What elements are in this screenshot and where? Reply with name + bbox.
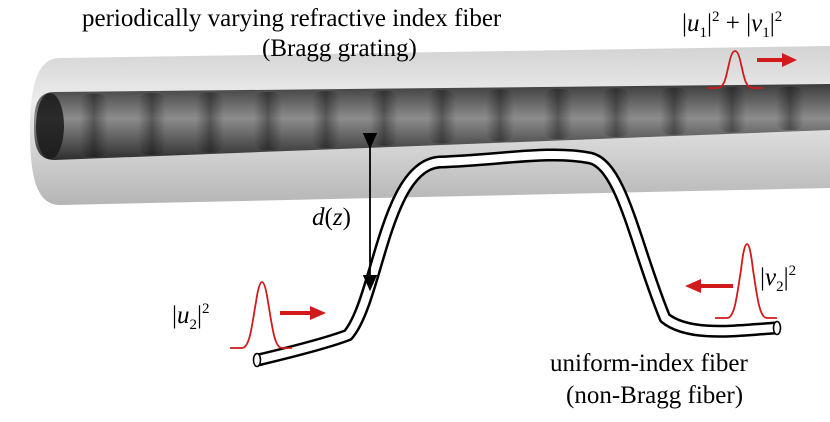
arrow-right-head-icon xyxy=(310,306,326,320)
grating-band xyxy=(486,89,514,142)
uniform-fiber-subtitle: (non-Bragg fiber) xyxy=(566,382,744,409)
pulse-output xyxy=(707,50,797,89)
uniform-fiber xyxy=(252,148,782,368)
grating-band xyxy=(312,91,340,149)
bragg-fiber-title: periodically varying refractive index fi… xyxy=(82,6,501,31)
title-line-1: periodically varying refractive index fi… xyxy=(82,5,502,32)
pulse-v2 xyxy=(685,243,777,319)
gaussian-pulse-icon xyxy=(715,243,777,319)
grating-band xyxy=(544,88,572,140)
grating-bands xyxy=(80,86,804,158)
output-intensity-label: |u1|2 + |v1|2 xyxy=(682,9,783,41)
arrow-left-head-icon xyxy=(685,279,701,293)
grating-band xyxy=(660,87,688,135)
grating-band xyxy=(428,90,456,144)
uniform-fiber-left-end xyxy=(252,352,262,368)
grating-band xyxy=(602,88,630,137)
grating-band xyxy=(370,90,398,146)
uniform-fiber-title: uniform-index fiber xyxy=(550,350,748,377)
bragg-fiber-end-face xyxy=(36,93,64,159)
gaussian-pulse-icon xyxy=(230,281,292,349)
bragg-fiber-subtitle: (Bragg grating) xyxy=(262,36,417,61)
uniform-fiber-inner xyxy=(257,150,777,364)
pulse-u2 xyxy=(230,281,326,349)
bragg-fiber xyxy=(30,46,830,205)
input-v2-label: |v2|2 xyxy=(760,263,797,295)
grating-band xyxy=(776,86,804,131)
input-u2-label: |u2|2 xyxy=(172,301,210,333)
uniform-fiber-right-end xyxy=(772,320,782,336)
gaussian-pulse-icon xyxy=(707,50,763,89)
distance-label: d(z) xyxy=(312,204,351,231)
grating-band xyxy=(80,93,108,158)
arrow-right-head-icon xyxy=(782,53,797,67)
title-line-2: (Bragg grating) xyxy=(262,35,417,62)
grating-band xyxy=(718,87,746,133)
grating-band xyxy=(254,91,282,151)
grating-band xyxy=(138,93,166,155)
grating-band xyxy=(196,92,224,153)
